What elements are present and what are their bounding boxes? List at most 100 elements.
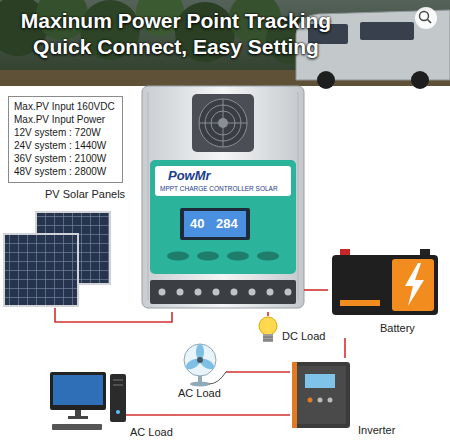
lcd-screen xyxy=(184,211,246,237)
computer xyxy=(126,414,176,416)
inverter xyxy=(297,366,346,424)
dc-load: DC Load xyxy=(252,316,330,352)
camper-van xyxy=(317,71,335,89)
light-bulb xyxy=(263,334,273,342)
terminal-block xyxy=(177,289,184,296)
control-button xyxy=(167,252,189,261)
photo-band xyxy=(0,0,450,86)
terminal-block xyxy=(150,280,296,304)
battery-unit: Battery xyxy=(328,246,442,338)
solar-panel xyxy=(4,234,78,306)
terminal-block xyxy=(213,289,220,296)
ac-load-fan: AC Load xyxy=(176,340,226,402)
photo-band xyxy=(0,0,450,86)
zoom-icon xyxy=(420,12,429,21)
spec-box: Max.PV Input 160VDCMax.PV Input Power12V… xyxy=(8,96,123,183)
inverter-unit: Inverter xyxy=(290,358,422,442)
charge-controller xyxy=(148,92,149,300)
computer xyxy=(75,410,81,416)
spec-line: 24V system : 1440W xyxy=(14,139,115,152)
light-bulb xyxy=(259,317,277,335)
charge-controller xyxy=(150,160,296,274)
computer xyxy=(50,372,106,410)
inverter xyxy=(328,398,333,403)
battery xyxy=(420,249,430,256)
charge-controller xyxy=(142,86,304,308)
power-wire xyxy=(55,308,172,322)
desk-fan xyxy=(184,344,226,387)
inverter xyxy=(292,362,297,428)
battery xyxy=(332,255,438,315)
desk-fan xyxy=(209,372,226,384)
banner-title: Maxinum Power Point Tracking Quick Conne… xyxy=(6,8,346,60)
computer xyxy=(53,375,103,405)
light-bulb xyxy=(259,317,277,342)
terminal-block xyxy=(249,289,256,296)
control-button xyxy=(227,252,249,261)
computer xyxy=(113,380,123,385)
battery xyxy=(340,249,350,256)
terminal-block xyxy=(150,280,296,304)
cooling-fan xyxy=(199,99,247,147)
ac-load-computer: AC Load xyxy=(45,366,176,442)
battery xyxy=(392,259,434,311)
inverter xyxy=(292,362,350,428)
power-wire xyxy=(304,289,328,291)
power-wire xyxy=(344,338,346,358)
component-label: 284 xyxy=(216,216,238,231)
charge-controller xyxy=(155,166,291,196)
terminal-block xyxy=(231,289,238,296)
component-label: 40 xyxy=(190,216,204,231)
component-label: Inverter xyxy=(358,424,395,437)
inverter xyxy=(308,398,313,403)
desk-fan xyxy=(184,344,216,376)
camper-van xyxy=(360,22,414,40)
cooling-fan xyxy=(192,94,254,152)
zoom-icon xyxy=(415,7,437,29)
computer xyxy=(68,416,88,419)
component-label: DC Load xyxy=(282,330,325,343)
component-label: PV Solar Panels xyxy=(45,188,125,201)
computer xyxy=(50,372,176,430)
light-bulb xyxy=(263,337,273,340)
cooling-fan xyxy=(199,99,247,147)
component-label: Battery xyxy=(380,322,415,335)
battery xyxy=(340,300,380,306)
battery xyxy=(332,249,438,315)
computer xyxy=(110,374,126,422)
terminal-block xyxy=(267,289,274,296)
component-label: PowMr xyxy=(168,168,211,183)
battery xyxy=(405,263,424,306)
inverter xyxy=(305,374,335,388)
camper-van xyxy=(411,71,429,89)
computer xyxy=(116,410,120,414)
computer xyxy=(52,424,102,430)
component-label: AC Load xyxy=(130,426,173,439)
power-wire xyxy=(176,414,290,416)
zoom-icon xyxy=(428,20,432,24)
spec-line: Max.PV Input Power xyxy=(14,113,115,126)
spec-line: 12V system : 720W xyxy=(14,126,115,139)
terminal-block xyxy=(195,289,202,296)
lcd-screen xyxy=(180,208,250,240)
control-button xyxy=(257,252,279,261)
desk-fan xyxy=(190,382,210,387)
spec-line: 36V system : 2100W xyxy=(14,152,115,165)
solar-panel-array: PV Solar Panels xyxy=(4,186,132,308)
charge-controller xyxy=(298,92,299,300)
desk-fan xyxy=(197,357,203,363)
solar-panel xyxy=(4,212,110,306)
component-label: MPPT CHARGE CONTROLLER SOLAR xyxy=(160,185,278,193)
control-button xyxy=(197,252,219,261)
control-button xyxy=(167,252,279,261)
power-wire xyxy=(267,312,269,316)
inverter xyxy=(292,362,350,428)
zoom-icon xyxy=(415,7,437,29)
charge-controller: PowMrMPPT CHARGE CONTROLLER SOLAR 40 284 xyxy=(142,86,304,312)
spec-line: Max.PV Input 160VDC xyxy=(14,100,115,113)
power-wire xyxy=(226,371,290,373)
inverter xyxy=(318,398,323,403)
terminal-block xyxy=(159,289,166,296)
terminal-block xyxy=(285,289,292,296)
